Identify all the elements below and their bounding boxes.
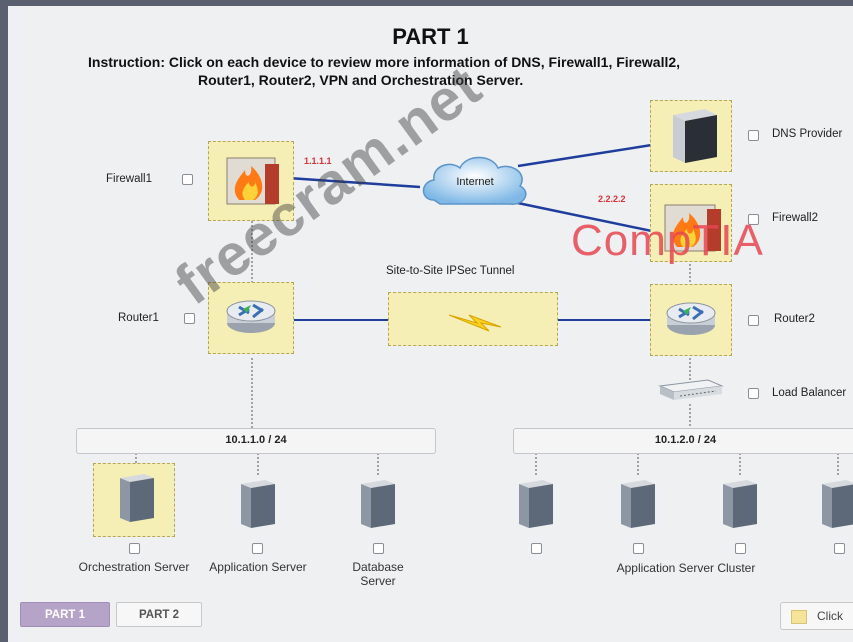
firewall2-ip: 2.2.2.2 — [598, 194, 626, 204]
dns-checkbox[interactable] — [748, 130, 759, 141]
application-server-caption: Application Server — [209, 560, 307, 574]
tab-part2[interactable]: PART 2 — [116, 602, 202, 627]
dns-device[interactable] — [650, 100, 732, 172]
load-balancer-label: Load Balancer — [772, 387, 847, 399]
router-icon — [666, 302, 716, 335]
load-balancer-device[interactable] — [656, 376, 726, 406]
firewall-icon — [664, 204, 721, 252]
router-icon — [226, 300, 276, 333]
switch-icon — [658, 379, 724, 400]
lightning-icon — [448, 314, 502, 332]
server-icon — [621, 480, 655, 528]
cluster-server-1[interactable] — [513, 476, 559, 532]
instruction-line-2: Router1, Router2, VPN and Orchestration … — [198, 72, 524, 88]
firewall1-device[interactable] — [208, 141, 294, 221]
firewall2-checkbox[interactable] — [748, 214, 759, 225]
cluster-caption: Application Server Cluster — [616, 561, 756, 575]
server-icon — [120, 474, 154, 522]
cluster-server-1-checkbox[interactable] — [531, 543, 542, 554]
database-server-device[interactable] — [355, 476, 401, 532]
cluster-server-4[interactable] — [816, 476, 853, 532]
router2-checkbox[interactable] — [748, 315, 759, 326]
subnet-right: 10.1.2.0 / 24 — [513, 428, 853, 454]
application-server-checkbox[interactable] — [252, 543, 263, 554]
click-button[interactable]: Click — [780, 602, 853, 630]
tab-part1[interactable]: PART 1 — [20, 602, 110, 627]
dns-label: DNS Provider — [772, 128, 843, 140]
server-icon — [361, 480, 395, 528]
vpn-tunnel-device[interactable] — [388, 292, 558, 346]
cluster-server-3-checkbox[interactable] — [735, 543, 746, 554]
internet-label: Internet — [456, 176, 494, 188]
cluster-server-4-checkbox[interactable] — [834, 543, 845, 554]
router2-label: Router2 — [774, 313, 815, 325]
server-icon — [723, 480, 757, 528]
firewall1-ip: 1.1.1.1 — [304, 156, 332, 166]
note-icon — [791, 610, 807, 624]
instruction-line-1: Instruction: Click on each device to rev… — [88, 54, 681, 70]
orchestration-server-device[interactable] — [93, 463, 175, 537]
load-balancer-checkbox[interactable] — [748, 388, 759, 399]
firewall-icon — [226, 157, 279, 205]
router1-label: Router1 — [118, 312, 159, 324]
click-label: Click — [817, 609, 843, 623]
internet-cloud[interactable]: Internet — [416, 150, 534, 212]
firewall1-checkbox[interactable] — [182, 174, 193, 185]
database-server-checkbox[interactable] — [373, 543, 384, 554]
router1-device[interactable] — [208, 282, 294, 354]
screen: PART 1 Instruction: Click on each device… — [8, 6, 853, 642]
database-server-caption: Database Server — [352, 560, 404, 588]
server-icon — [673, 109, 717, 163]
cloud-icon — [422, 156, 527, 205]
link-internet-fw2 — [512, 200, 667, 236]
orchestration-server-checkbox[interactable] — [129, 543, 140, 554]
firewall1-label: Firewall1 — [106, 173, 153, 185]
server-icon — [519, 480, 553, 528]
orchestration-server-caption: Orchestration Server — [78, 560, 190, 574]
link-internet-dns — [517, 142, 659, 168]
server-icon — [822, 480, 853, 528]
server-icon — [241, 480, 275, 528]
cluster-server-3[interactable] — [717, 476, 763, 532]
firewall2-label: Firewall2 — [772, 212, 819, 224]
router2-device[interactable] — [650, 284, 732, 356]
vpn-label: Site-to-Site IPSec Tunnel — [386, 265, 515, 277]
firewall2-device[interactable] — [650, 184, 732, 262]
cluster-server-2-checkbox[interactable] — [633, 543, 644, 554]
subnet-left: 10.1.1.0 / 24 — [76, 428, 436, 454]
page-title: PART 1 — [392, 24, 469, 49]
cluster-server-2[interactable] — [615, 476, 661, 532]
link-fw1-internet — [287, 176, 421, 189]
application-server-device[interactable] — [235, 476, 281, 532]
router1-checkbox[interactable] — [184, 313, 195, 324]
